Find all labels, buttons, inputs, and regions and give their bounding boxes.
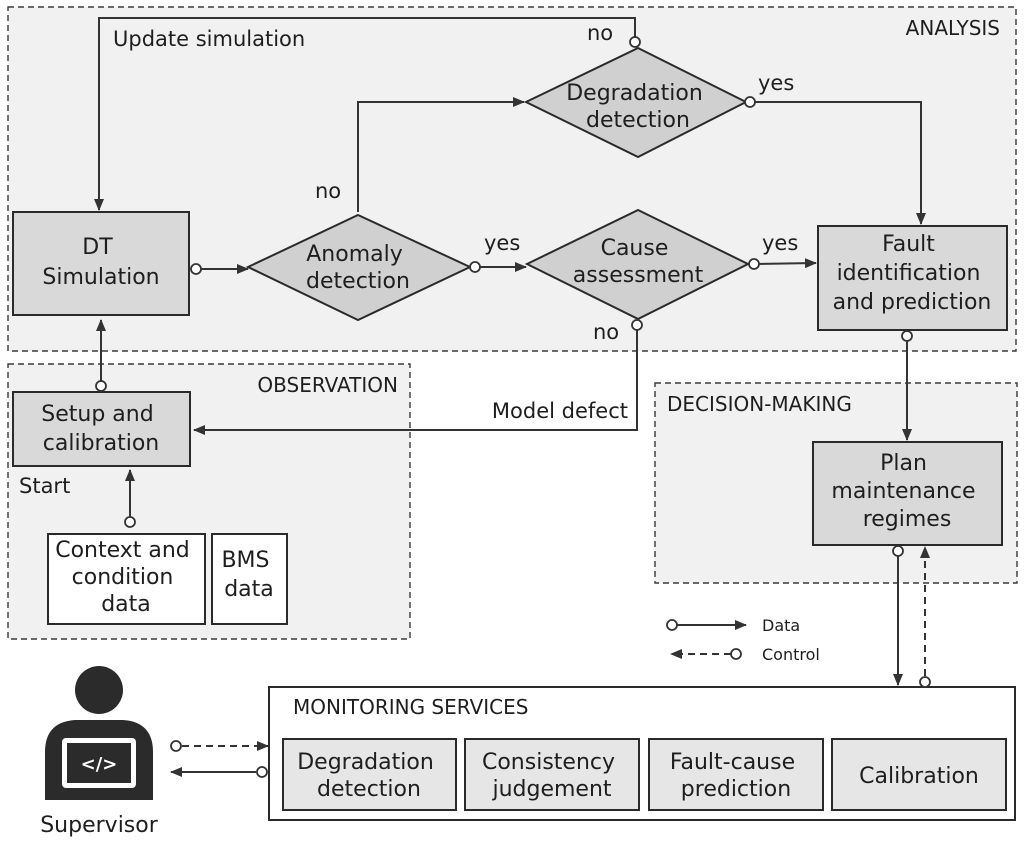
service-consistency-judgement xyxy=(464,738,640,811)
dt-simulation-box xyxy=(12,211,190,316)
degradation-detection-label: Degradation detection xyxy=(566,81,710,133)
no-cause-label: no xyxy=(593,320,619,344)
bms-data-label: BMS data xyxy=(221,548,276,602)
context-condition-box xyxy=(47,533,206,625)
no-anomaly-label: no xyxy=(315,179,341,203)
analysis-region-label: ANALYSIS xyxy=(906,16,1000,40)
edge-update-simulation xyxy=(94,17,636,211)
dt-simulation-label: DT Simulation xyxy=(42,235,159,290)
dot-supervisor-control-out xyxy=(170,740,182,752)
cause-assessment-label: Cause assessment xyxy=(573,236,704,288)
context-condition-label: Context and condition data xyxy=(55,538,197,617)
yes-degradation-label: yes xyxy=(758,71,794,95)
dot-context-out xyxy=(124,516,136,528)
anomaly-detection-label: Anomaly detection xyxy=(306,242,410,294)
cause-assessment-diamond xyxy=(524,208,751,321)
edge-cause-to-setup xyxy=(193,325,638,435)
yes-cause-label: yes xyxy=(762,231,798,255)
legend-control-label: Control xyxy=(762,645,820,664)
edge-anomaly-to-degradation xyxy=(357,97,525,212)
degradation-detection-diamond xyxy=(523,46,749,159)
service-fault-cause-prediction-label: Fault-cause prediction xyxy=(670,750,802,802)
monitoring-services-label: MONITORING SERVICES xyxy=(293,695,528,719)
edge-cause-to-fault xyxy=(753,258,817,269)
dot-degradation-yes xyxy=(744,96,756,108)
dot-setup-out xyxy=(95,380,107,392)
model-defect-label: Model defect xyxy=(492,399,628,423)
start-label: Start xyxy=(19,474,70,498)
service-fault-cause-prediction xyxy=(648,738,824,811)
update-simulation-label: Update simulation xyxy=(113,27,305,51)
no-top-label: no xyxy=(587,21,613,45)
supervisor-screen-glyph: </> xyxy=(81,754,118,775)
service-degradation-detection xyxy=(282,738,457,811)
service-calibration-label: Calibration xyxy=(859,764,979,789)
yes-anomaly-label: yes xyxy=(484,231,520,255)
observation-region-label: OBSERVATION xyxy=(257,373,398,397)
anomaly-detection-diamond xyxy=(245,213,473,322)
legend: Data Control xyxy=(666,616,820,664)
service-degradation-detection-label: Degradation detection xyxy=(297,750,441,802)
dot-cause-yes xyxy=(748,258,760,270)
plan-maintenance-label: Plan maintenance regimes xyxy=(831,451,982,532)
service-calibration xyxy=(831,738,1007,811)
setup-calibration-box xyxy=(12,391,191,467)
plan-maintenance-box xyxy=(812,441,1003,546)
legend-data-dot xyxy=(666,619,678,631)
dot-monitoring-data-out xyxy=(256,766,268,778)
supervisor-label: Supervisor xyxy=(40,813,159,838)
decision-making-region-label: DECISION-MAKING xyxy=(667,392,852,416)
dot-fault-out xyxy=(901,330,913,342)
setup-calibration-label: Setup and calibration xyxy=(41,402,160,456)
dot-cause-no xyxy=(631,319,643,331)
dot-dt-out xyxy=(190,263,202,275)
service-consistency-judgement-label: Consistency judgement xyxy=(482,750,622,802)
fault-identification-label: Fault identification and prediction xyxy=(833,232,992,315)
edge-degradation-to-fault xyxy=(750,101,926,225)
supervisor-coder-icon: </> xyxy=(45,666,153,800)
bms-data-box xyxy=(211,533,288,625)
legend-data-label: Data xyxy=(762,616,800,635)
dot-anomaly-yes xyxy=(469,261,481,273)
legend-control-dot xyxy=(730,648,742,660)
dot-plan-out xyxy=(892,545,904,557)
dot-monitoring-control-out xyxy=(919,676,931,688)
dot-degradation-no xyxy=(629,36,641,48)
fault-identification-box xyxy=(817,225,1008,331)
